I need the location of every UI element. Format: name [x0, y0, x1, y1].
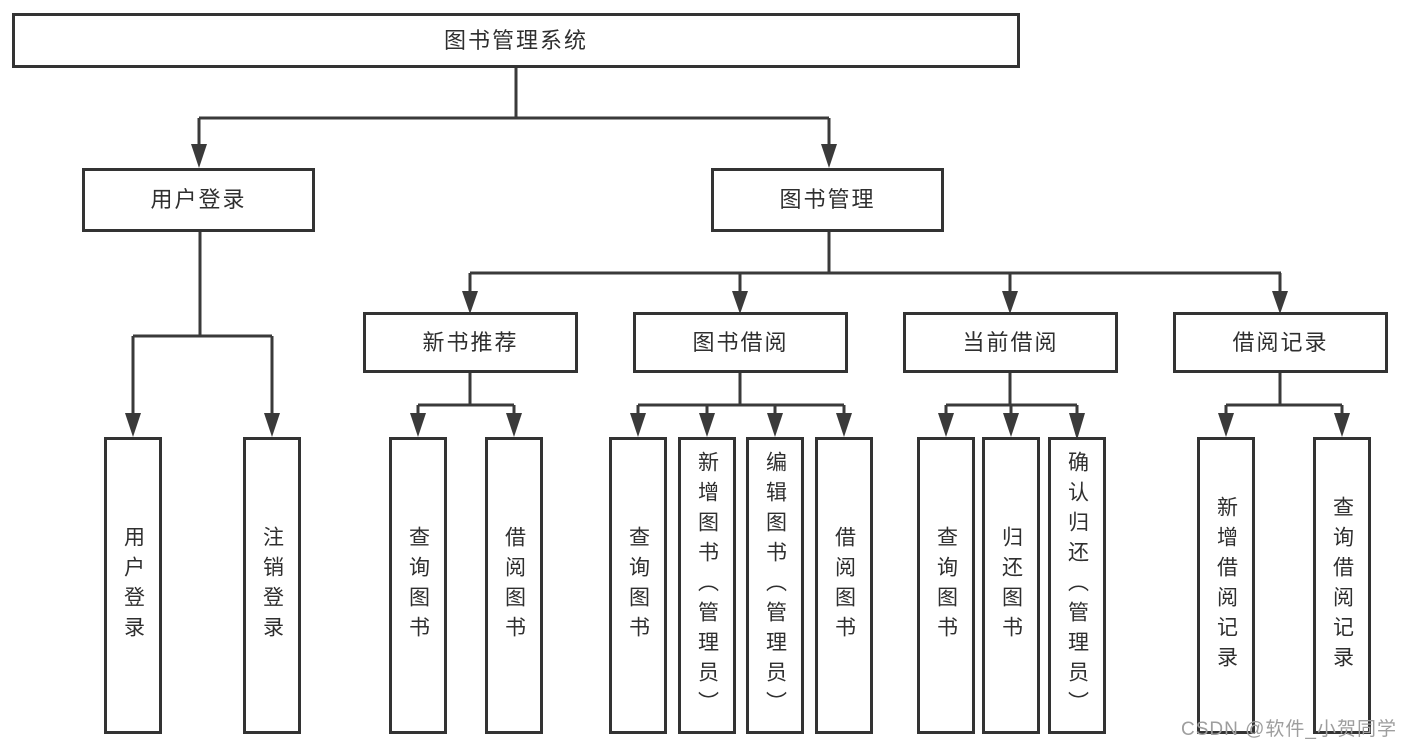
- leaf-borrow-books: 借阅图书: [485, 437, 543, 734]
- leaf-add-books-admin: 新增图书（管理员）: [678, 437, 736, 734]
- leaf-add-borrow-record: 新增借阅记录: [1197, 437, 1255, 734]
- leaf-query-books: 查询图书: [389, 437, 447, 734]
- leaf-user-login: 用户登录: [104, 437, 162, 734]
- node-new-book-recommend: 新书推荐: [363, 312, 578, 373]
- node-current-borrow: 当前借阅: [903, 312, 1118, 373]
- node-borrow-records: 借阅记录: [1173, 312, 1388, 373]
- leaf-borrow-books: 借阅图书: [815, 437, 873, 734]
- leaf-query-books: 查询图书: [917, 437, 975, 734]
- leaf-logout: 注销登录: [243, 437, 301, 734]
- leaf-confirm-return-admin: 确认归还（管理员）: [1048, 437, 1106, 734]
- leaf-query-books: 查询图书: [609, 437, 667, 734]
- node-user-login: 用户登录: [82, 168, 315, 232]
- leaf-edit-books-admin: 编辑图书（管理员）: [746, 437, 804, 734]
- leaf-return-books: 归还图书: [982, 437, 1040, 734]
- node-book-borrow: 图书借阅: [633, 312, 848, 373]
- csdn-watermark: CSDN @软件_小贺同学: [1181, 719, 1397, 740]
- node-book-management: 图书管理: [711, 168, 944, 232]
- node-root-system: 图书管理系统: [12, 13, 1020, 68]
- leaf-query-borrow-record: 查询借阅记录: [1313, 437, 1371, 734]
